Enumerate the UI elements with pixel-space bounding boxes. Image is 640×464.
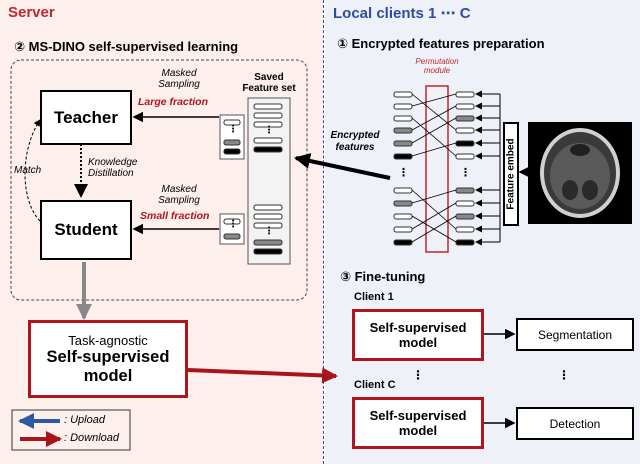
saved-ellipsis-top: ⋮ — [264, 125, 274, 136]
stack-ellipsis-top: ⋮ — [228, 124, 238, 135]
section1-title: ① Encrypted features preparation — [337, 36, 545, 51]
feature-bars-right — [455, 91, 475, 246]
section2-title: ② MS-DINO self-supervised learning — [14, 39, 239, 54]
right-bars-ellipsis: ⋮ — [460, 167, 471, 179]
panel-divider — [323, 0, 324, 464]
knowledge-distillation-label: Knowledge Distillation — [88, 157, 138, 179]
feature-embed-box: Feature embed — [503, 122, 519, 226]
clients-title: Local clients 1 ⋯ C — [333, 5, 471, 22]
legend-box — [11, 409, 131, 451]
saved-feature-bars — [253, 103, 283, 255]
encrypted-feature-bars-left — [393, 91, 413, 246]
permutation-lines — [411, 93, 457, 243]
small-fraction-label: Small fraction — [140, 210, 210, 222]
clients-ellipsis-task: ⋮ — [558, 368, 570, 382]
student-box: Student — [40, 200, 132, 260]
saved-ellipsis-bottom: ⋮ — [264, 226, 274, 237]
match-label: Match — [14, 165, 42, 176]
clientC-model-label: Self-supervised model — [369, 408, 467, 438]
msdino-dashed-box — [10, 59, 308, 301]
clientC-model-box: Self-supervised model — [352, 397, 484, 449]
detection-box: Detection — [516, 407, 634, 440]
server-title: Server — [8, 4, 55, 21]
client1-label: Client 1 — [354, 291, 394, 303]
client1-model-box: Self-supervised model — [352, 309, 484, 361]
legend-download-label: : Download — [64, 432, 120, 444]
client1-model-label: Self-supervised model — [369, 320, 467, 350]
left-bars-ellipsis: ⋮ — [398, 167, 409, 179]
large-fraction-label: Large fraction — [138, 96, 209, 108]
masked-sampling-top-label: Masked Sampling — [158, 68, 200, 90]
permutation-module-box — [425, 85, 449, 253]
feature-embed-label: Feature embed — [505, 138, 517, 210]
clients-ellipsis-model: ⋮ — [412, 368, 424, 382]
section3-title: ③ Fine-tuning — [340, 269, 426, 284]
task-agnostic-label: Task-agnostic — [68, 332, 148, 348]
clientC-label: Client C — [354, 379, 396, 391]
legend-upload-label: : Upload — [64, 414, 105, 426]
ss-model-label: Self-supervised model — [46, 347, 170, 385]
permutation-module-label: Permutation module — [415, 57, 459, 75]
encrypted-features-label: Encrypted features — [330, 130, 380, 153]
masked-sampling-bottom-label: Masked Sampling — [158, 184, 200, 206]
task-agnostic-model-box: Task-agnostic Self-supervised model — [28, 320, 188, 398]
stack-ellipsis-bottom: ⋮ — [228, 219, 238, 230]
saved-feature-set-label: Saved Feature set — [242, 72, 296, 94]
teacher-box: Teacher — [40, 90, 132, 145]
segmentation-box: Segmentation — [516, 318, 634, 351]
clients-panel — [325, 0, 640, 464]
